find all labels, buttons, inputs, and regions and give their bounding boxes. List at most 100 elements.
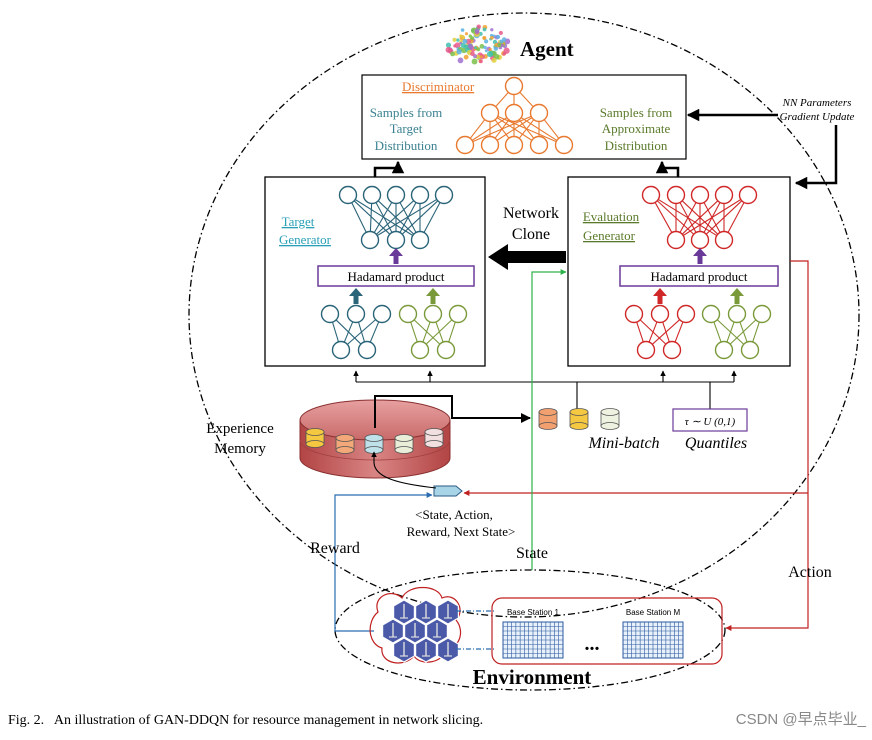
brain-dot [463, 54, 469, 60]
discriminator-edge [469, 119, 486, 139]
brain-dot [473, 46, 478, 50]
brain-dot [479, 55, 483, 59]
memory-sample-top [364, 434, 384, 442]
eval-to-discriminator-arrow [655, 160, 680, 177]
eval-output-edge [705, 200, 743, 235]
brain-dot [461, 35, 465, 40]
brain-dot [459, 34, 463, 38]
discriminator-node [529, 135, 549, 155]
eval-output-edge [727, 202, 745, 233]
evaluation-generator-network [624, 185, 772, 360]
target-generator-title: Target Generator [279, 214, 332, 247]
eval-quantile-node [727, 304, 747, 324]
quantiles-formula: τ ∼ U (0,1) [685, 416, 736, 428]
eval-output-node [641, 185, 661, 205]
target-state-node [357, 340, 377, 360]
brain-dot [456, 38, 460, 42]
eval-purple-arrow-head [693, 248, 707, 256]
discriminator-title: Discriminator [402, 79, 475, 94]
eval-output-edge [654, 202, 673, 233]
brain-icon [445, 24, 511, 65]
eval-state-node [650, 304, 670, 324]
csdn-watermark: CSDN @早点毕业_ [736, 711, 867, 728]
mini-batch-sample-bottom [600, 422, 620, 430]
discriminator-node [504, 76, 524, 96]
discriminator-node [504, 103, 524, 123]
target-output-node [410, 230, 430, 250]
memory-sample-bottom [305, 440, 325, 448]
brain-dot [463, 44, 469, 50]
brain-dot [490, 35, 494, 40]
brain-dot [460, 28, 465, 32]
mini-batch-label: Mini-batch [587, 435, 659, 452]
mini-batch-sample-top [569, 408, 589, 416]
base-stations-box [491, 597, 723, 665]
target-output-node [362, 185, 382, 205]
discriminator-edge [518, 119, 535, 139]
svg-text:Generator: Generator [583, 228, 636, 243]
state-arrow [531, 269, 567, 570]
target-hadamard-box [317, 265, 475, 287]
resource-grid-1 [502, 621, 564, 659]
target-output-node [360, 230, 380, 250]
discriminator-edge [496, 117, 533, 141]
eval-quantile-edge [713, 321, 722, 343]
eval-state-node [624, 304, 644, 324]
mini-batch-sample-top [600, 408, 620, 416]
target-output-edge [373, 202, 393, 233]
memory-sample-top [335, 434, 355, 442]
discriminator-node [529, 103, 549, 123]
update-to-eval-arrow [794, 125, 838, 190]
eval-olive-arrow-head [730, 288, 744, 296]
eval-quantile-node [752, 304, 772, 324]
eval-state-node [636, 340, 656, 360]
eval-output-node [666, 185, 686, 205]
brain-dot [486, 51, 494, 58]
target-olive-arrow [430, 295, 436, 304]
quantiles-label: Quantiles [685, 435, 747, 452]
target-state-node [346, 304, 366, 324]
svg-text:Approximate: Approximate [602, 121, 671, 136]
discriminator-node [455, 135, 475, 155]
memory-sample-bottom [335, 446, 355, 454]
eval-state-edge [648, 321, 658, 343]
discriminator-network [455, 76, 574, 155]
memory-sample-top [424, 428, 444, 436]
target-generator-network [320, 185, 468, 360]
mini-batch-sample-bottom [538, 422, 558, 430]
target-state-node [331, 340, 351, 360]
svg-text:Clone: Clone [512, 226, 550, 243]
eval-output-node [714, 230, 734, 250]
transition-to-memory-arrow [371, 451, 437, 489]
eval-state-edge [674, 321, 684, 343]
eval-quantile-node [701, 304, 721, 324]
svg-text:Target: Target [390, 121, 423, 136]
target-purple-arrow [393, 255, 399, 264]
target-state-edge [347, 319, 376, 345]
eval-quantile-edge [726, 321, 735, 343]
target-teal-arrow [353, 295, 359, 304]
reward-arrow [334, 492, 433, 632]
eval-red-arrow-head [653, 288, 667, 296]
discriminator-right-label: Samples from Approximate Distribution [600, 105, 673, 153]
brain-dot [470, 36, 475, 40]
target-quantile-node [436, 340, 456, 360]
brain-dot [457, 57, 464, 64]
mini-batch-sample-top [538, 408, 558, 416]
brain-dot [495, 34, 501, 40]
brain-dot [474, 28, 480, 34]
eval-quantile-edge [752, 321, 760, 343]
brain-dot [502, 51, 507, 56]
target-output-edge [376, 198, 438, 237]
evaluation-hadamard-box [619, 265, 779, 287]
brain-dot [488, 47, 492, 52]
discriminator-node [480, 103, 500, 123]
state-label: State [516, 545, 548, 562]
target-output-edge [375, 200, 415, 235]
brain-dot [452, 37, 457, 42]
brain-dot [492, 39, 498, 45]
mini-batch-sample-bottom [569, 422, 589, 430]
brain-dot [499, 39, 504, 44]
brain-dot [482, 27, 487, 32]
